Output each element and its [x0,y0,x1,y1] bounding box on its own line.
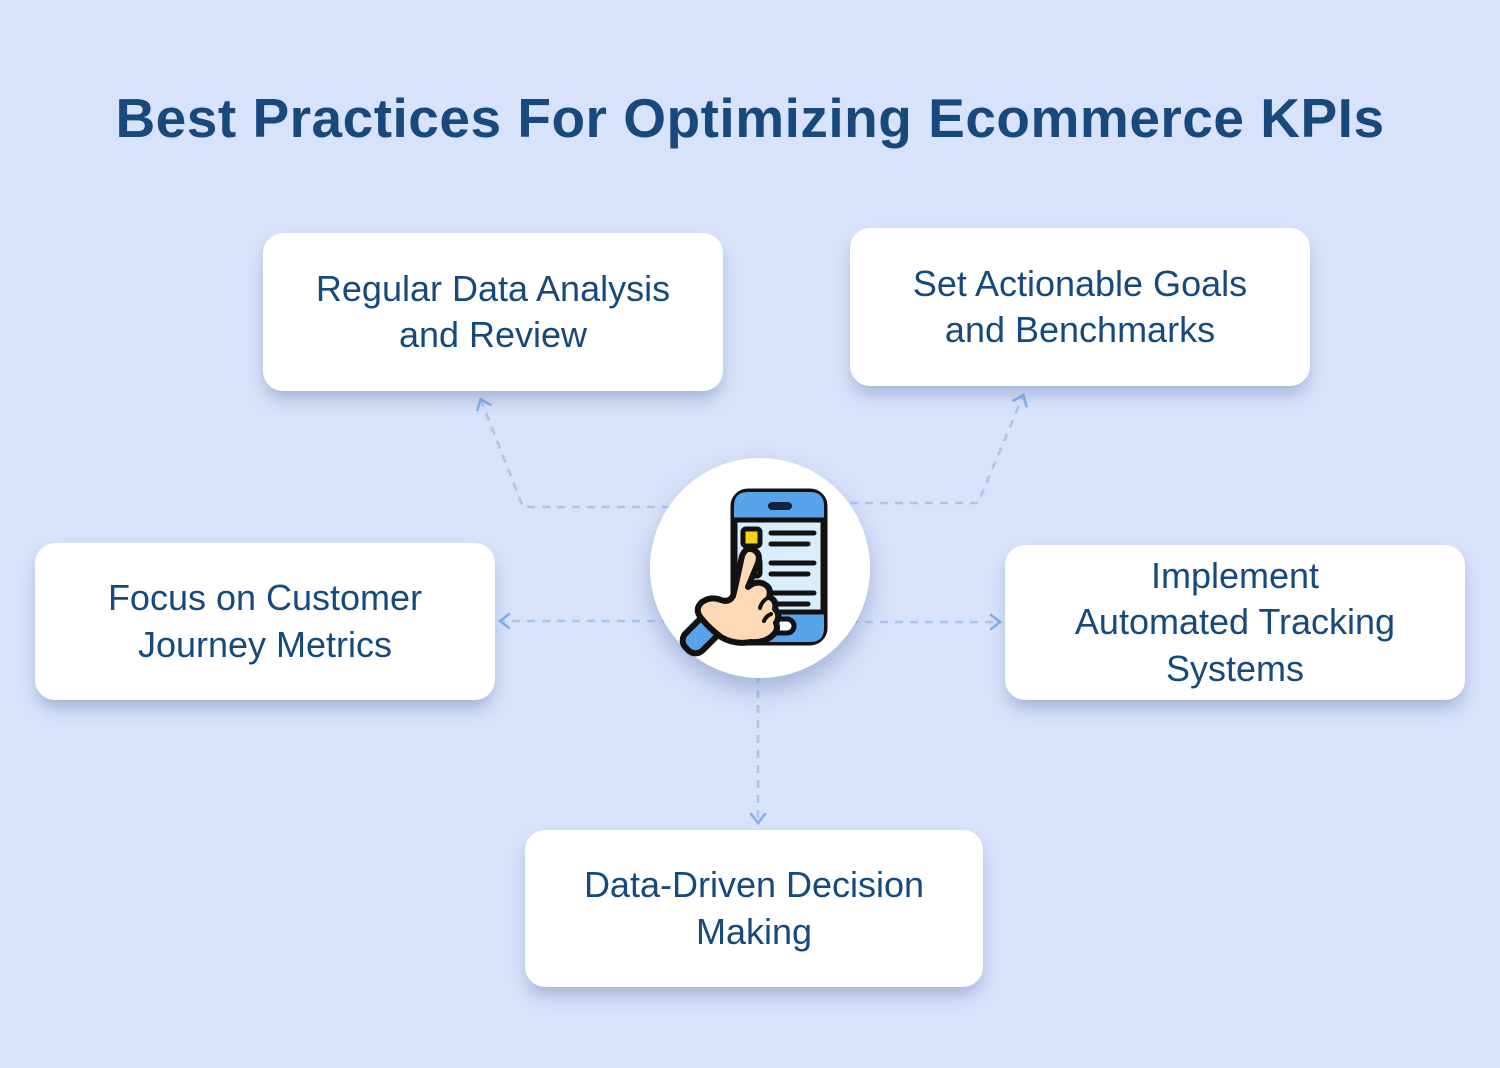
hand [694,545,782,646]
card-data-driven-decision: Data-Driven Decision Making [525,830,983,987]
card-regular-data-analysis: Regular Data Analysis and Review [263,233,723,391]
checkbox [740,526,763,549]
card-focus-customer-journey: Focus on Customer Journey Metrics [35,543,495,700]
card-label: Implement Automated Tracking Systems [1074,555,1396,689]
page-title: Best Practices For Optimizing Ecommerce … [115,87,1385,149]
card-label: Set Actionable Goals and Benchmarks [912,262,1248,350]
connector-top-right [820,393,1028,505]
card-label: Regular Data Analysis and Review [315,267,671,355]
card-label: Focus on Customer Journey Metrics [107,577,423,665]
pointing-hand-icon [679,545,782,657]
phone-speaker [768,502,792,510]
hand-knuckle-lines [758,597,773,623]
card-implement-automated-tracking: Implement Automated Tracking Systems [1005,545,1465,700]
center-icon-circle [650,458,870,678]
card-set-actionable-goals: Set Actionable Goals and Benchmarks [850,228,1310,386]
mobile-checklist-icon [679,488,828,657]
card-label: Data-Driven Decision Making [583,864,925,952]
